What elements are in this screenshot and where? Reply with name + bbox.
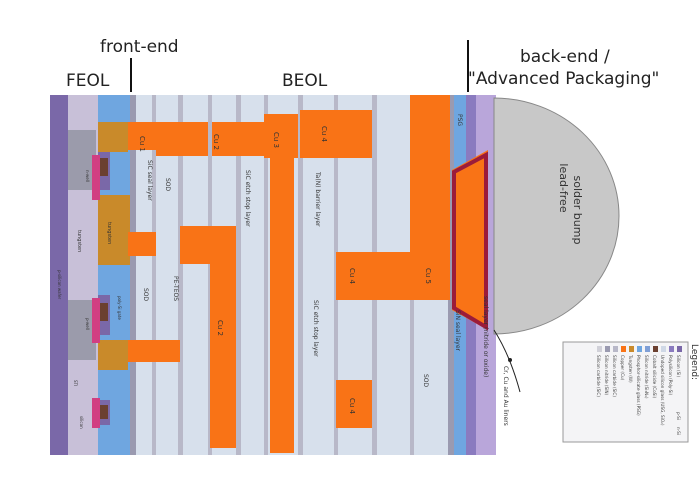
- cu5-label: Cu 5: [424, 268, 432, 284]
- copper-interconnect: [128, 95, 450, 453]
- legend-swatch: [605, 346, 610, 352]
- tungsten-label-1: tungsten: [106, 222, 112, 244]
- legend-item-label: Tungsten (W): [628, 354, 633, 383]
- n-well-label: n-well: [85, 170, 90, 182]
- legend-swatch: [597, 346, 602, 352]
- p-substrate-label: p-silicon wafer: [57, 270, 62, 299]
- sod-label-3: SOD: [422, 374, 429, 388]
- cu4c-label: Cu 4: [348, 398, 356, 415]
- cu2-top: [156, 122, 208, 156]
- silicon-label: silicon: [79, 416, 84, 429]
- legend-item-label: Undoped silicon glass (USG, SiO₂): [660, 355, 665, 426]
- liners-label: Cr, Cu and Au liners: [502, 366, 509, 426]
- poly-gate-label: poly-Si gate: [117, 296, 122, 320]
- cu1-label: Cu 1: [138, 136, 146, 152]
- sin-seal-label: SiN seal layer: [454, 310, 461, 352]
- tungsten-contact-1: [98, 122, 128, 152]
- tungsten-contact-2: [98, 195, 130, 265]
- tungsten-contact-3: [98, 340, 128, 370]
- pe-teos-label: PE-TEOS: [172, 276, 179, 301]
- legend-item-label: Silicon (Si): [676, 355, 681, 377]
- legend-item-label: Silicon nitride (SiN): [604, 355, 609, 395]
- legend-item-label: Copper (Cu): [620, 355, 625, 381]
- tungsten-label-2: tungsten: [76, 230, 82, 252]
- legend-swatch: [645, 346, 650, 352]
- cu1-via-mid: [128, 232, 156, 256]
- gate-silicide-2: [100, 303, 108, 321]
- cu5-vertical: [410, 95, 450, 300]
- sod-label-2: SOD: [142, 288, 149, 302]
- cu4b-label: Cu 4: [348, 268, 356, 285]
- cu2b-label: Cu 2: [216, 320, 224, 336]
- cu4-mid: [336, 252, 372, 300]
- diagram-labels: lead-free solder bump Cu 1 Cu 2 Cu 2 Cu …: [57, 114, 584, 429]
- gate-silicide-3: [100, 405, 108, 419]
- legend-swatch: [629, 346, 634, 352]
- cu2a-label: Cu 2: [212, 134, 220, 150]
- legend-swatch: [653, 346, 658, 352]
- seal-layer-label: seal layer (nitride or oxide): [482, 296, 489, 377]
- legend-extra-label: n-Si: [676, 427, 681, 435]
- cu2-top-link: [212, 122, 264, 156]
- cu4a-label: Cu 4: [320, 126, 328, 143]
- cu4-bot: [336, 380, 372, 428]
- legend-item-label: Silicon carbide (SiC): [612, 355, 617, 397]
- legend-swatch: [669, 346, 674, 352]
- sic-seal-label: SiC seal layer: [146, 160, 153, 201]
- legend-title: Legend:: [689, 344, 699, 380]
- feol-transistors: [68, 122, 130, 428]
- cu1-via-top: [128, 122, 156, 150]
- solder-label-2: solder bump: [571, 176, 584, 245]
- sod-label-1: SOD: [164, 178, 171, 192]
- legend-swatch: [621, 346, 626, 352]
- silicon-wafer: [50, 95, 68, 455]
- cu4-top: [300, 110, 372, 158]
- sti-label: STI: [73, 380, 78, 386]
- ta-barrier-label: Ta(N) barrier layer: [314, 171, 321, 227]
- cu1-via-bot: [128, 340, 156, 362]
- legend-box: [562, 341, 689, 443]
- solder-bump: [493, 97, 620, 335]
- cu3-vertical: [270, 158, 294, 453]
- legend-item-label: Silicon nitride (Si₃N₄): [644, 355, 649, 399]
- back-end-heading-line1: back-end /: [520, 47, 610, 67]
- solder-label-1: lead-free: [557, 163, 570, 212]
- cu3-label: Cu 3: [272, 132, 280, 148]
- legend: Legend: Silicon (Si)Polysilicon (Poly-Si…: [562, 341, 699, 443]
- cu3-top: [264, 114, 298, 158]
- psg-label: PSG: [456, 114, 463, 126]
- beol-heading: BEOL: [282, 71, 328, 91]
- cu2-vertical: [210, 226, 236, 448]
- front-end-heading: front-end: [100, 37, 179, 57]
- legend-swatch: [661, 346, 666, 352]
- legend-item-label: Cobalt silicide (CoSi): [652, 355, 657, 398]
- legend-item-label: Phosphor-silicate glass (PSG): [636, 355, 641, 416]
- cu2-bot: [156, 340, 180, 362]
- sic-etch-label-2: SiC etch stop layer: [312, 300, 319, 357]
- feol-heading: FEOL: [66, 71, 110, 91]
- legend-item-label: Silicon carbide (SiC): [596, 355, 601, 397]
- gate-silicide-1: [100, 158, 108, 176]
- legend-extra-label: p-Si: [676, 412, 681, 420]
- p-well-label: p-well: [85, 318, 90, 330]
- legend-swatch: [613, 346, 618, 352]
- solder-bump-assembly: [452, 97, 620, 393]
- back-end-heading-line2: "Advanced Packaging": [468, 69, 659, 89]
- legend-swatch: [637, 346, 642, 352]
- legend-item-label: Polysilicon (Poly-Si): [668, 355, 673, 396]
- sic-etch-label-1: SiC etch stop layer: [244, 170, 251, 227]
- legend-swatch: [677, 346, 682, 352]
